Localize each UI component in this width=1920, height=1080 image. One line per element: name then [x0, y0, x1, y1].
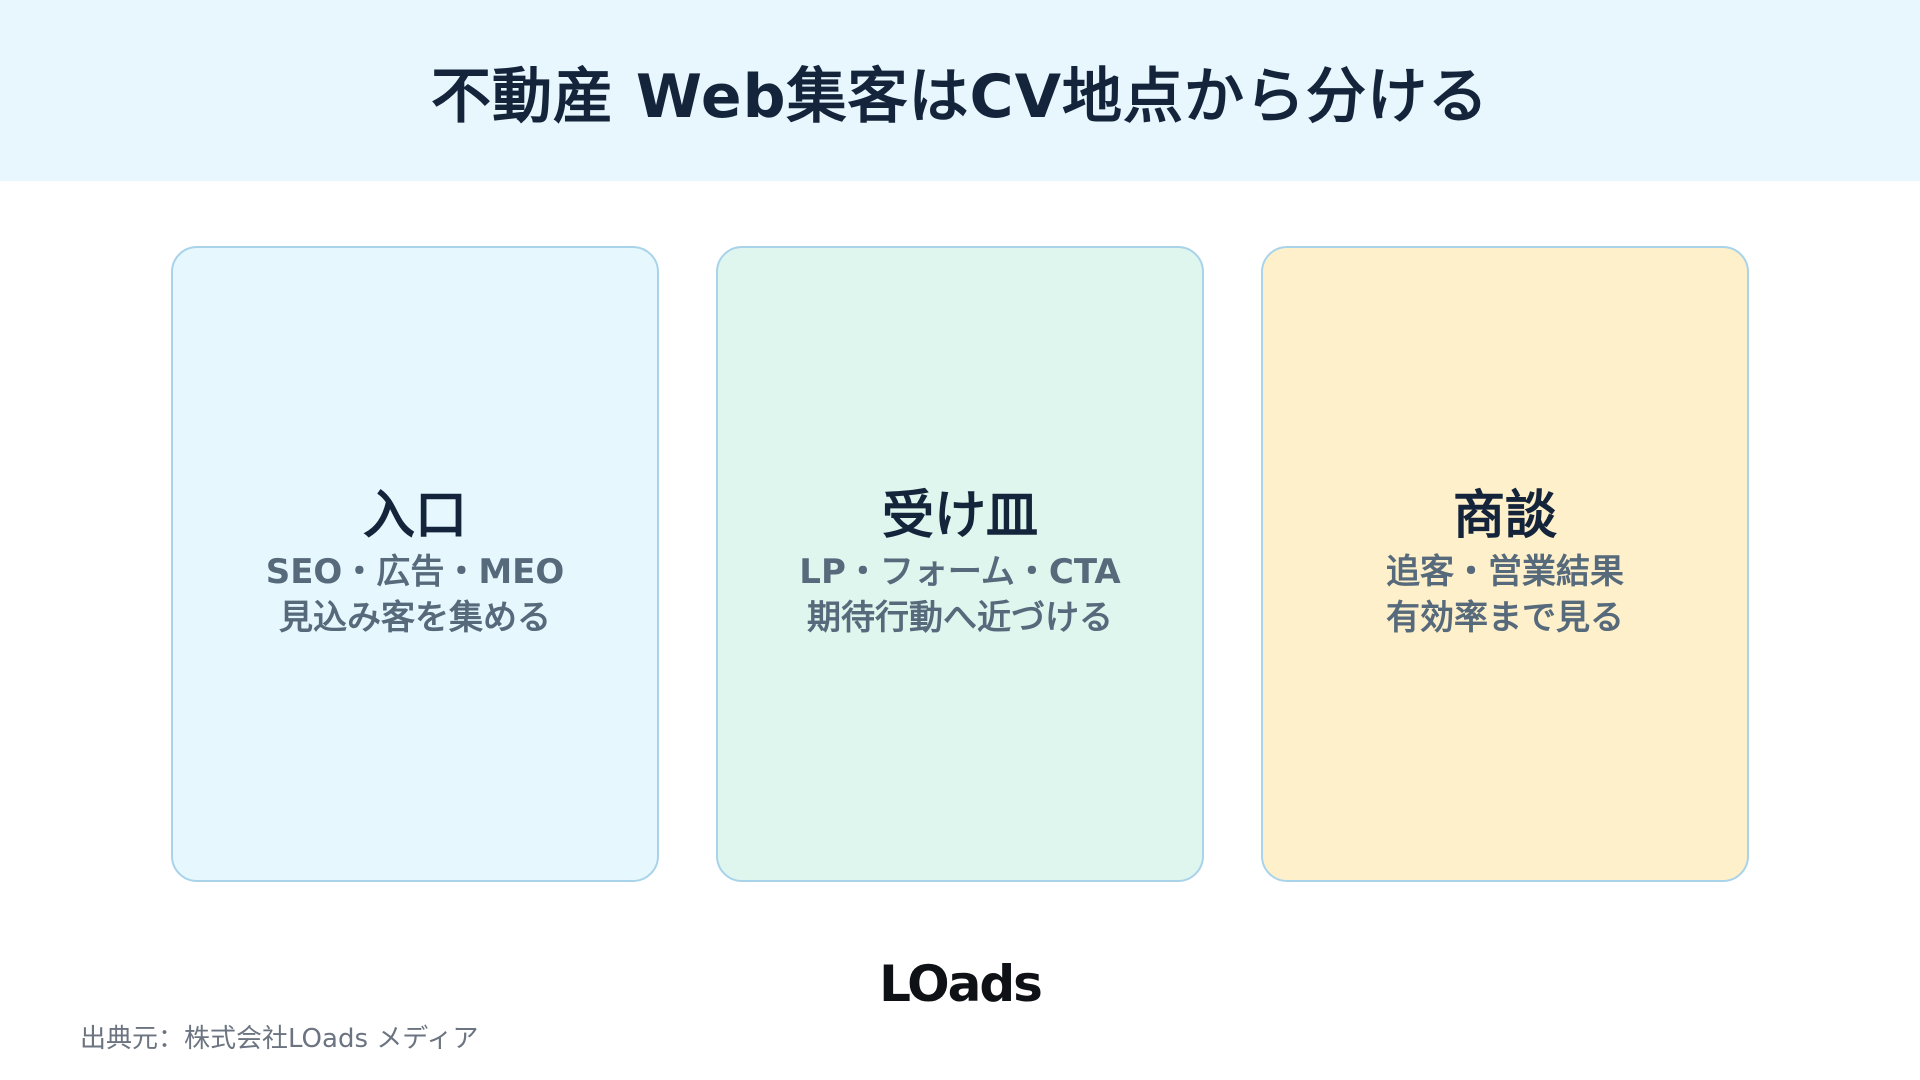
- card-line: LP・フォーム・CTA: [799, 552, 1121, 592]
- card-line: 期待行動へ近づける: [807, 598, 1113, 638]
- card-title: 商談: [1452, 486, 1557, 546]
- card-line: SEO・広告・MEO: [265, 552, 565, 592]
- card-landing: 受け皿 LP・フォーム・CTA 期待行動へ近づける: [716, 246, 1204, 882]
- header-band: 不動産 Web集客はCV地点から分ける: [0, 0, 1920, 181]
- card-title: 受け皿: [881, 486, 1038, 546]
- card-line: 有効率まで見る: [1386, 598, 1624, 638]
- stage-cards: 入口 SEO・広告・MEO 見込み客を集める 受け皿 LP・フォーム・CTA 期…: [171, 246, 1751, 886]
- card-line: 追客・営業結果: [1386, 552, 1624, 592]
- source-citation: 出典元：株式会社LOads メディア: [80, 1024, 479, 1054]
- page-title: 不動産 Web集客はCV地点から分ける: [430, 62, 1490, 132]
- card-title: 入口: [362, 486, 467, 546]
- logo: LOads: [879, 955, 1043, 1013]
- card-deal: 商談 追客・営業結果 有効率まで見る: [1261, 246, 1749, 882]
- card-entry: 入口 SEO・広告・MEO 見込み客を集める: [171, 246, 659, 882]
- card-line: 見込み客を集める: [279, 598, 551, 638]
